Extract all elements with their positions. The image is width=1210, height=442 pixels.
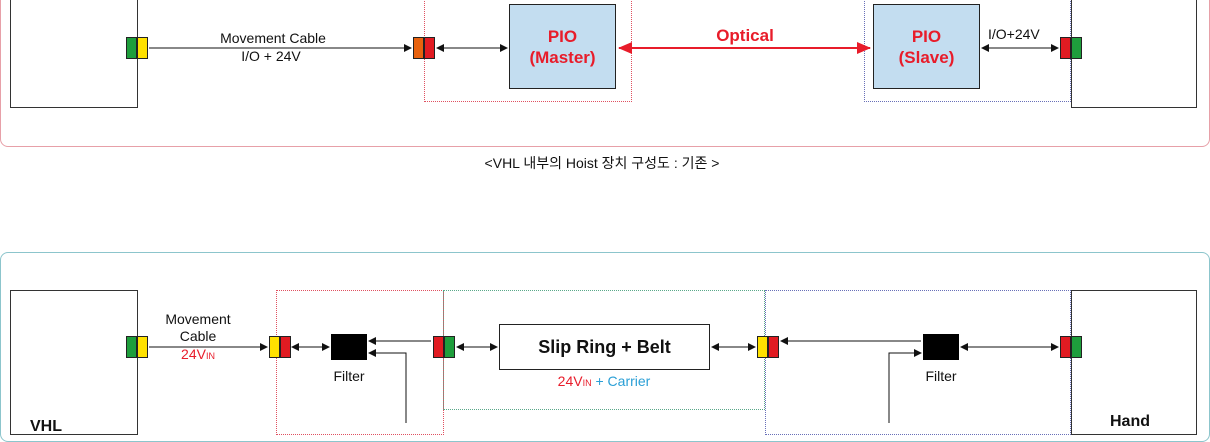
vhl-box <box>10 290 138 435</box>
connector-green-icon <box>1071 336 1082 358</box>
connector-green-icon <box>126 37 137 59</box>
top-left-unit-box <box>10 0 138 108</box>
connector-yellow-icon <box>137 37 148 59</box>
pio-master-title: PIO <box>547 26 578 46</box>
slip-voltage-base: 24V <box>557 373 583 389</box>
connector-red-icon <box>768 336 779 358</box>
cable-label: Cable <box>179 328 217 344</box>
bottom-return-left <box>368 349 407 423</box>
movement-cable-label: Movement Cable <box>220 30 326 46</box>
bottom-return-right <box>888 349 922 423</box>
filter-left-label: Filter <box>333 368 365 384</box>
connector-green-icon <box>1071 37 1082 59</box>
connector-red-icon <box>424 37 435 59</box>
connector-green-icon <box>444 336 455 358</box>
pio-master-box: PIO (Master) <box>509 4 616 89</box>
voltage-base: 24V <box>181 346 206 362</box>
pio-master-subtitle: (Master) <box>529 47 596 67</box>
connector-yellow-icon <box>757 336 768 358</box>
slip-voltage-sub: IN <box>582 378 592 388</box>
connector-green-icon <box>126 336 137 358</box>
plus-sign: + <box>595 373 604 389</box>
filter-right-label: Filter <box>925 368 957 384</box>
voltage-sub: IN <box>205 351 215 361</box>
filter-right-icon <box>923 334 959 360</box>
top-caption: <VHL 내부의 Hoist 장치 구성도 : 기존 > <box>484 155 720 171</box>
filter-left-icon <box>331 334 367 360</box>
connector-yellow-icon <box>269 336 280 358</box>
voltage-label: 24VIN <box>181 346 215 362</box>
top-right-unit-box <box>1071 0 1197 108</box>
connector-red-icon <box>1060 336 1071 358</box>
io-24v-right-label: I/O+24V <box>988 26 1040 42</box>
movement-label: Movement <box>165 311 231 327</box>
slip-ring-sublabel: 24VIN + Carrier <box>558 373 651 389</box>
slip-ring-box: Slip Ring + Belt <box>499 324 710 370</box>
carrier-label: Carrier <box>607 373 651 389</box>
pio-slave-title: PIO <box>911 26 942 46</box>
io-24v-label: I/O + 24V <box>241 48 301 64</box>
hand-box <box>1071 290 1197 435</box>
slip-ring-label: Slip Ring + Belt <box>538 336 671 357</box>
connector-orange-icon <box>413 37 424 59</box>
optical-label: Optical <box>716 26 774 45</box>
connector-red-icon <box>433 336 444 358</box>
connector-red-icon <box>1060 37 1071 59</box>
connector-red-icon <box>280 336 291 358</box>
pio-slave-box: PIO (Slave) <box>873 4 980 89</box>
connector-yellow-icon <box>137 336 148 358</box>
pio-slave-subtitle: (Slave) <box>898 47 955 67</box>
connector-lines <box>149 42 1059 423</box>
